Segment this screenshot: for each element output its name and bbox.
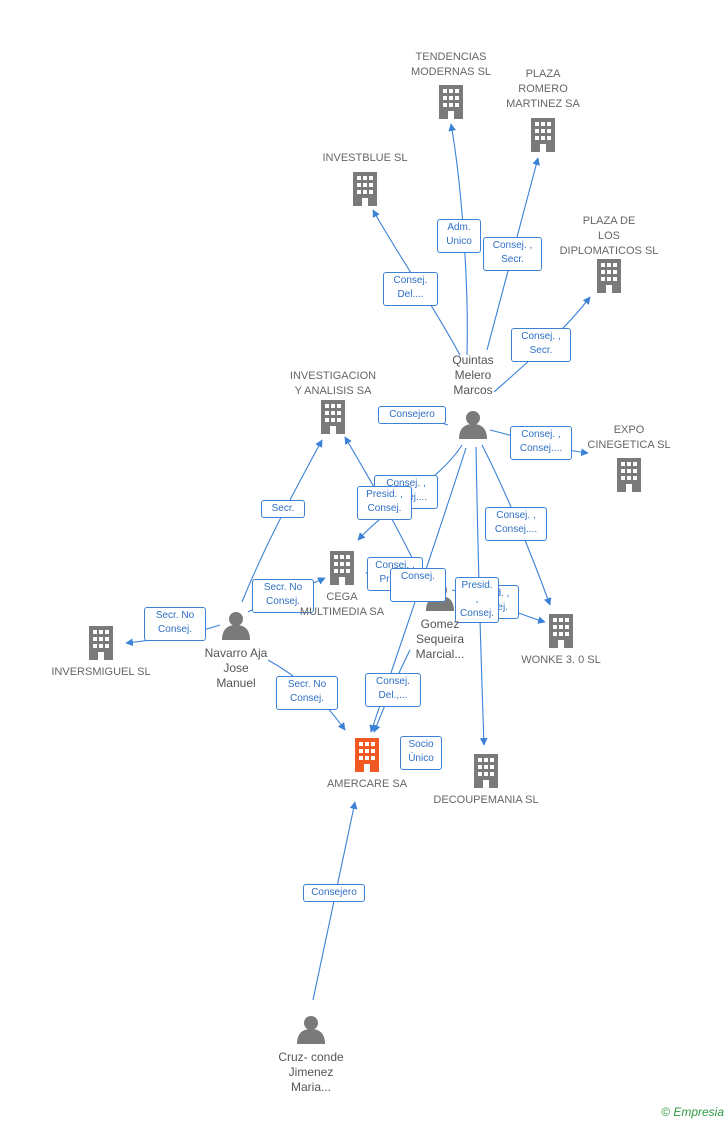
node-label-plaza_romero[interactable]: PLAZA ROMERO MARTINEZ SA xyxy=(506,68,580,110)
edge-label-quintas-amercare[interactable]: Consej. Del.,... xyxy=(365,673,421,707)
edge-label-quintas-plaza_romero[interactable]: Consej. , Secr. xyxy=(483,237,542,271)
edge-navarro-investigacion xyxy=(241,439,323,603)
node-label-quintas[interactable]: Quintas Melero Marcos xyxy=(452,353,494,397)
person-icon-quintas[interactable] xyxy=(459,411,487,439)
empresia-watermark: © Empresia xyxy=(661,1105,724,1119)
edge-label-quintas-wonke[interactable]: Consej. , Consej.... xyxy=(485,507,547,541)
node-label-tendencias[interactable]: TENDENCIAS MODERNAS SL xyxy=(410,51,492,78)
edge-label-amercare-amercare[interactable]: Socio Único xyxy=(400,736,442,770)
edge-label-quintas-investblue[interactable]: Consej. Del.... xyxy=(383,272,438,306)
building-icon-plaza_romero[interactable] xyxy=(531,118,555,152)
node-label-decoupemania[interactable]: DECOUPEMANIA SL xyxy=(433,794,539,806)
edge-label-quintas-expo[interactable]: Consej. , Consej.... xyxy=(510,426,572,460)
person-icon-cruz[interactable] xyxy=(297,1016,325,1044)
building-icon-amercare[interactable] xyxy=(355,738,379,772)
edge-label-gomez-investigacion[interactable]: Presid. , Consej. xyxy=(357,486,412,520)
building-icon-investblue[interactable] xyxy=(353,172,377,206)
node-label-expo[interactable]: EXPO CINEGETICA SL xyxy=(587,424,671,451)
building-icon-tendencias[interactable] xyxy=(439,85,463,119)
edge-label-cruz-amercare[interactable]: Consejero xyxy=(303,884,365,902)
node-label-amercare[interactable]: AMERCARE SA xyxy=(326,778,408,790)
edge-label-navarro-investigacion[interactable]: Secr. xyxy=(261,500,305,518)
edge-label-quintas-tendencias[interactable]: Adm. Unico xyxy=(437,219,481,253)
edge-label-navarro-inversmiguel[interactable]: Secr. No Consej. xyxy=(144,607,206,641)
edge-label-navarro-cega[interactable]: Secr. No Consej. xyxy=(252,579,314,613)
node-label-gomez[interactable]: Gomez Sequeira Marcial... xyxy=(415,617,465,661)
building-icon-cega[interactable] xyxy=(330,551,354,585)
edge-label-quintas-plaza_diplo[interactable]: Consej. , Secr. xyxy=(511,328,571,362)
node-label-navarro[interactable]: Navarro Aja Jose Manuel xyxy=(204,646,268,690)
edge-label-gomez-wonke[interactable]: Presid. , Consej. xyxy=(455,577,499,623)
building-icon-inversmiguel[interactable] xyxy=(89,626,113,660)
node-label-cruz[interactable]: Cruz- conde Jimenez Maria... xyxy=(278,1050,344,1094)
node-label-plaza_diplo[interactable]: PLAZA DE LOS DIPLOMATICOS SL xyxy=(559,215,659,257)
building-icon-decoupemania[interactable] xyxy=(474,754,498,788)
node-label-investigacion[interactable]: INVESTIGACION Y ANALISIS SA xyxy=(289,370,377,397)
building-icon-plaza_diplo[interactable] xyxy=(597,259,621,293)
node-label-wonke[interactable]: WONKE 3. 0 SL xyxy=(521,654,601,666)
building-icon-investigacion[interactable] xyxy=(321,400,345,434)
copyright-icon: © xyxy=(661,1105,670,1119)
node-label-investblue[interactable]: INVESTBLUE SL xyxy=(322,152,408,164)
node-label-inversmiguel[interactable]: INVERSMIGUEL SL xyxy=(51,666,151,678)
edge-label-quintas-investigacion[interactable]: Consejero xyxy=(378,406,446,424)
watermark-text: Empresia xyxy=(673,1105,724,1119)
edge-label-gomez-amercare[interactable]: Consej. xyxy=(390,568,446,602)
building-icon-wonke[interactable] xyxy=(549,614,573,648)
edge-label-navarro-amercare[interactable]: Secr. No Consej. xyxy=(276,676,338,710)
node-label-cega[interactable]: CEGA MULTIMEDIA SA xyxy=(299,591,385,618)
person-icon-navarro[interactable] xyxy=(222,612,250,640)
building-icon-expo[interactable] xyxy=(617,458,641,492)
